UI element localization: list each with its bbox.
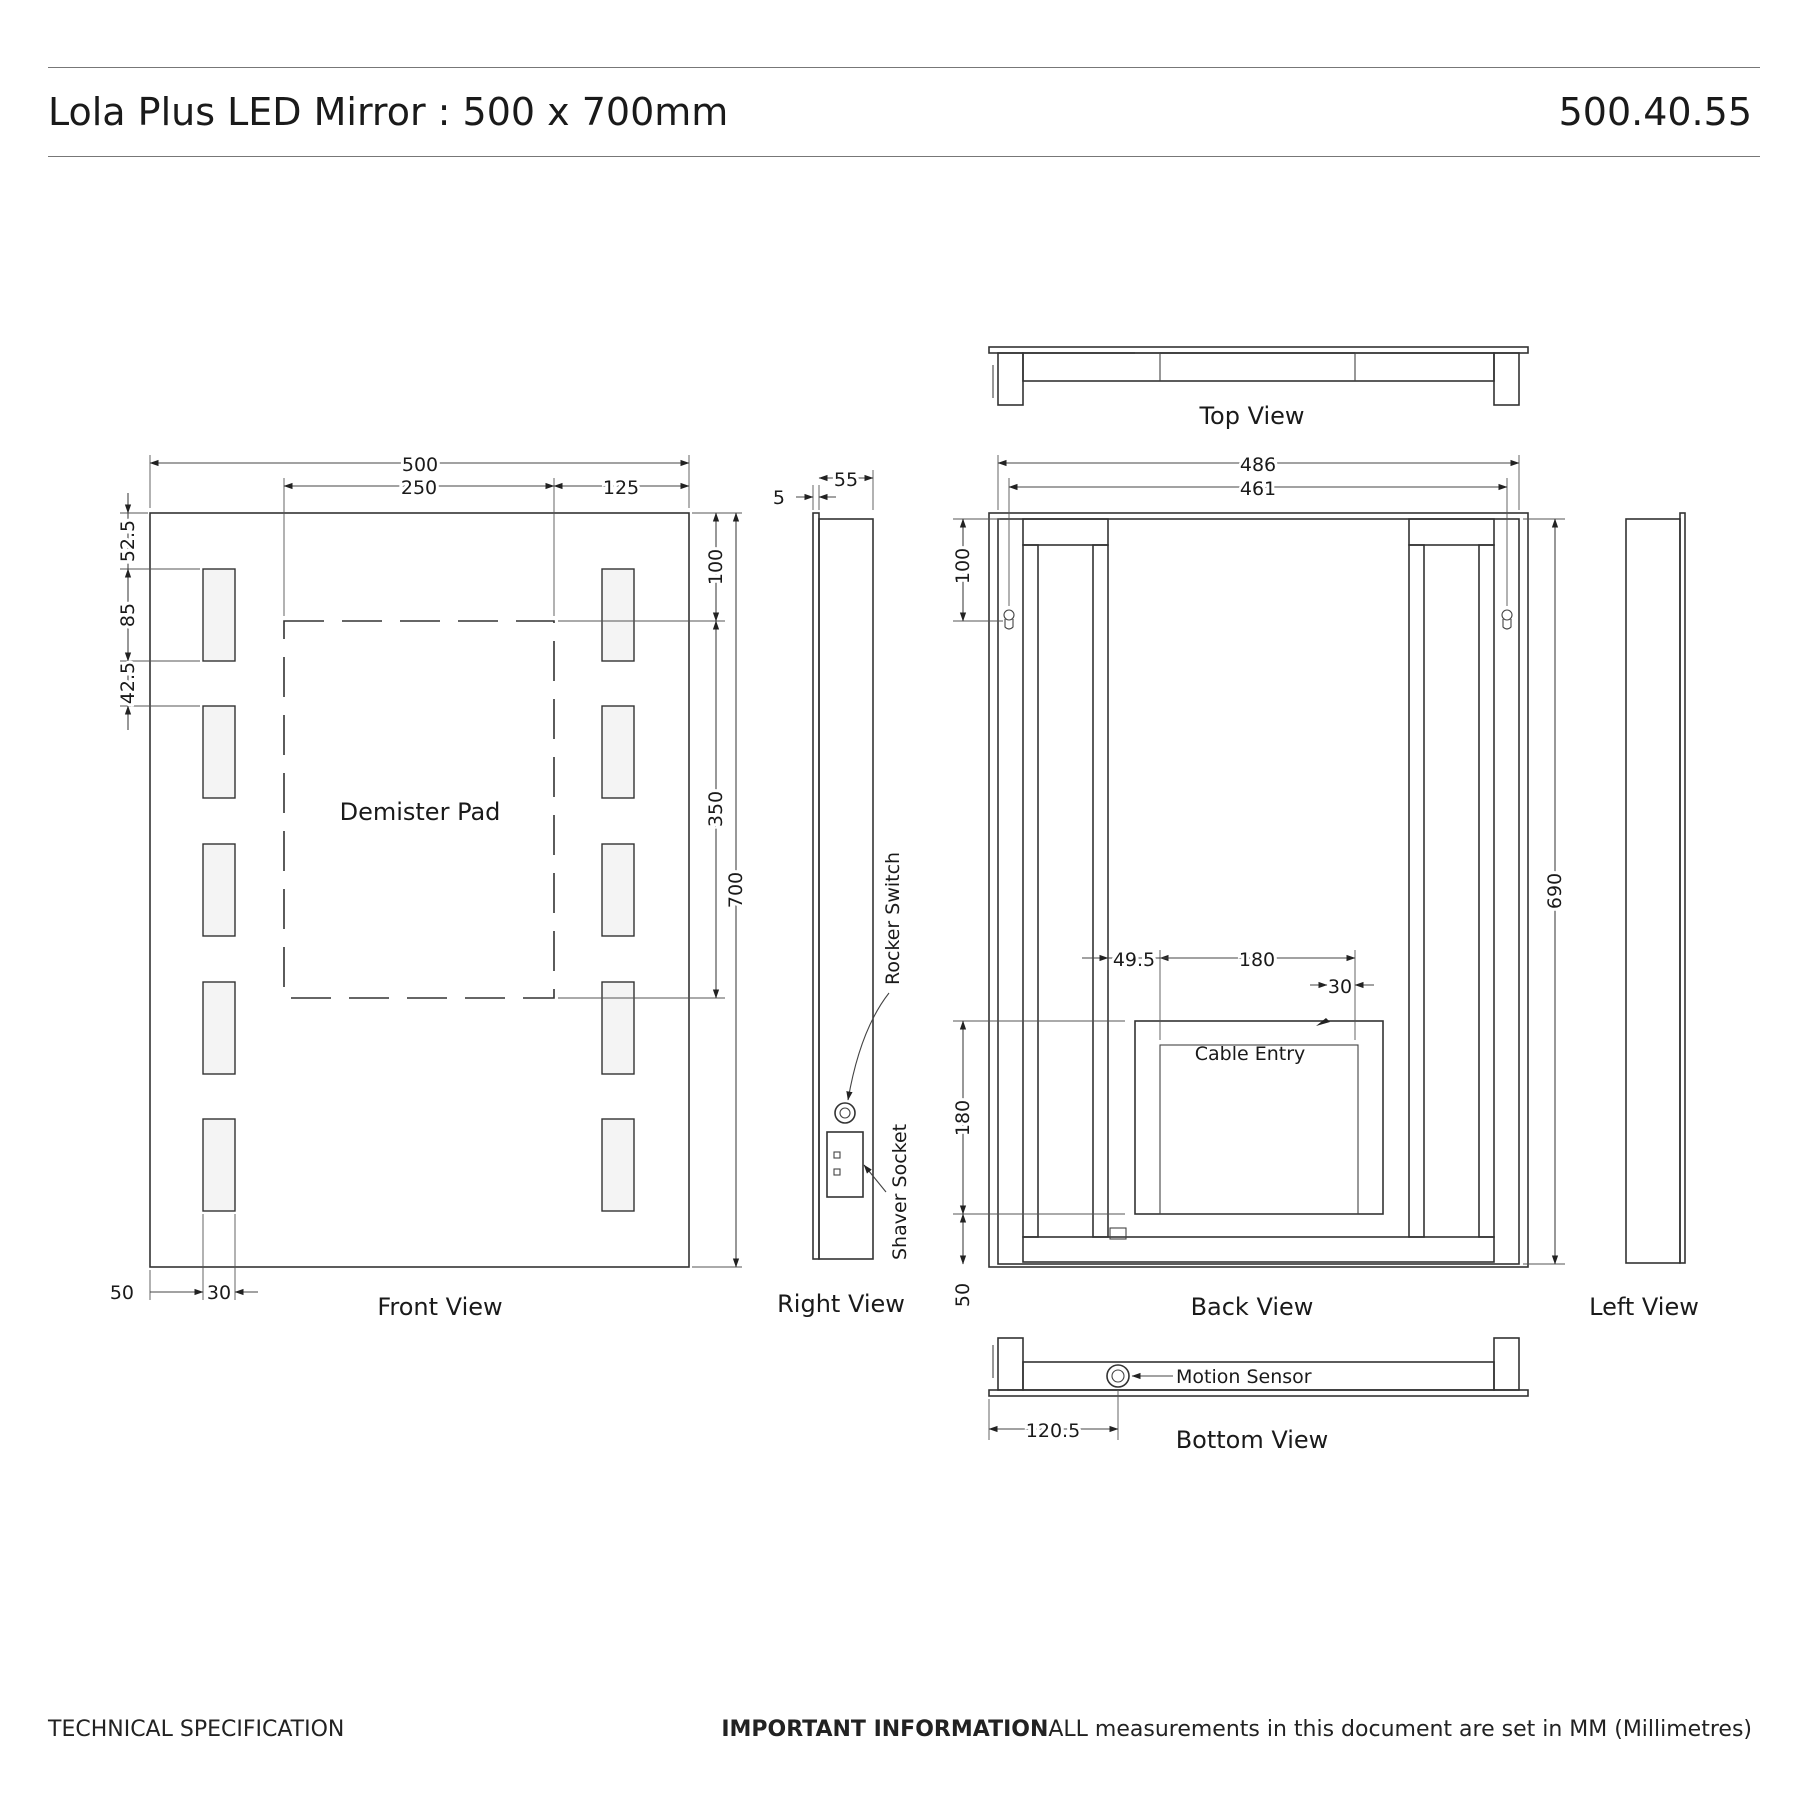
led-strip bbox=[202, 981, 236, 1075]
dim-120-5: 120.5 bbox=[1026, 1420, 1080, 1442]
dim-461: 461 bbox=[1240, 478, 1276, 500]
led-strip bbox=[601, 568, 635, 662]
led-strip bbox=[601, 981, 635, 1075]
dim-180-v: 180 bbox=[952, 1100, 974, 1136]
dim-52-5: 52.5 bbox=[117, 520, 139, 562]
socket-pin bbox=[833, 1151, 841, 1159]
left-view-label: Left View bbox=[1589, 1293, 1699, 1321]
dim-500: 500 bbox=[402, 454, 438, 476]
right-body bbox=[818, 518, 874, 1260]
dim-back-100: 100 bbox=[952, 548, 974, 584]
motion-sensor-inner bbox=[1111, 1369, 1125, 1383]
front-view: Demister Pad bbox=[110, 451, 750, 1321]
rocker-leader bbox=[846, 992, 890, 1101]
back-right-rail-cap bbox=[1408, 518, 1495, 546]
bottom-view: Motion Sensor 120.5 Bottom View bbox=[988, 1337, 1529, 1454]
back-view-label: Back View bbox=[1191, 1293, 1314, 1321]
rocker-switch-inner bbox=[839, 1107, 851, 1119]
electrics-box-inner bbox=[1159, 1044, 1359, 1215]
led-strip bbox=[202, 1118, 236, 1212]
back-left-rail bbox=[1022, 544, 1039, 1238]
dim-700: 700 bbox=[725, 872, 747, 908]
front-mirror-outline bbox=[149, 512, 690, 1268]
dim-180-h: 180 bbox=[1239, 949, 1275, 971]
important-information: IMPORTANT INFORMATIONALL measurements in… bbox=[721, 1715, 1752, 1745]
dim-690: 690 bbox=[1544, 873, 1566, 909]
dim-55: 55 bbox=[834, 469, 858, 491]
shaver-socket-label: Shaver Socket bbox=[889, 1124, 911, 1260]
dim-30: 30 bbox=[207, 1282, 231, 1304]
technical-specification-label: TECHNICAL SPECIFICATION bbox=[48, 1717, 345, 1742]
back-right-rail-inner bbox=[1408, 544, 1425, 1238]
top-frame bbox=[1022, 352, 1495, 382]
top-frame-right-end bbox=[1493, 352, 1520, 406]
right-view-label: Right View bbox=[777, 1290, 905, 1318]
left-view: Left View bbox=[1589, 512, 1699, 1321]
bottom-frame-right-end bbox=[1493, 1337, 1520, 1391]
right-glass-edge bbox=[812, 512, 820, 1260]
shaver-socket-icon bbox=[826, 1131, 864, 1198]
led-strip bbox=[202, 705, 236, 799]
dim-85: 85 bbox=[117, 603, 139, 627]
left-glass-edge bbox=[1679, 512, 1686, 1264]
top-view-label: Top View bbox=[1198, 402, 1304, 430]
top-frame-left-end bbox=[997, 352, 1024, 406]
socket-pin bbox=[833, 1168, 841, 1176]
dim-49-5: 49.5 bbox=[1113, 949, 1155, 971]
shaver-leader bbox=[863, 1164, 887, 1193]
cable-entry-label: Cable Entry bbox=[1195, 1043, 1306, 1065]
motion-sensor-icon bbox=[1106, 1364, 1130, 1388]
back-left-rail-cap bbox=[1022, 518, 1109, 546]
keyhole-right-icon bbox=[1501, 609, 1513, 630]
demister-pad-label: Demister Pad bbox=[340, 798, 501, 826]
product-code: 500.40.55 bbox=[1558, 90, 1752, 134]
back-bottom-rail bbox=[1022, 1236, 1495, 1263]
left-body bbox=[1625, 518, 1681, 1264]
dim-5: 5 bbox=[773, 487, 785, 509]
document-title: Lola Plus LED Mirror : 500 x 700mm bbox=[48, 90, 729, 134]
front-view-label: Front View bbox=[377, 1293, 502, 1321]
back-frame bbox=[997, 518, 1520, 1265]
bottom-glass-edge bbox=[988, 1389, 1529, 1397]
motion-sensor-label: Motion Sensor bbox=[1176, 1366, 1312, 1388]
cable-clip bbox=[1109, 1227, 1127, 1240]
back-view: Cable Entry 486 461 100 690 bbox=[949, 451, 1569, 1321]
dim-100: 100 bbox=[705, 549, 727, 585]
bottom-view-label: Bottom View bbox=[1176, 1426, 1329, 1454]
led-strip bbox=[601, 1118, 635, 1212]
dim-back-50: 50 bbox=[952, 1283, 974, 1307]
dim-350: 350 bbox=[705, 791, 727, 827]
dim-30-back: 30 bbox=[1328, 976, 1352, 998]
top-view: Top View bbox=[988, 346, 1529, 430]
dim-486: 486 bbox=[1240, 454, 1276, 476]
cable-entry-icon bbox=[1316, 1018, 1330, 1026]
front-led-strips bbox=[202, 568, 635, 1212]
back-right-rail bbox=[1478, 544, 1495, 1238]
back-extension-lines bbox=[953, 455, 1565, 1265]
top-glass-edge bbox=[988, 346, 1529, 354]
demister-pad-outline bbox=[283, 620, 555, 999]
dim-42-5: 42.5 bbox=[117, 662, 139, 704]
keyhole-left-icon bbox=[1003, 609, 1015, 630]
right-view: 55 5 Rocker Switch Shaver Socket Right V… bbox=[773, 466, 911, 1318]
led-strip bbox=[601, 843, 635, 937]
dim-50: 50 bbox=[110, 1282, 134, 1304]
header-top-rule bbox=[48, 67, 1760, 68]
led-strip bbox=[601, 705, 635, 799]
bottom-frame-left-end bbox=[997, 1337, 1024, 1391]
important-information-label: IMPORTANT INFORMATION bbox=[721, 1717, 1049, 1742]
back-left-rail-inner bbox=[1092, 544, 1109, 1238]
header-bottom-rule bbox=[48, 156, 1760, 157]
back-mirror-outline bbox=[988, 512, 1529, 1268]
dim-250: 250 bbox=[401, 477, 437, 499]
led-strip bbox=[202, 843, 236, 937]
dim-125: 125 bbox=[603, 477, 639, 499]
led-strip bbox=[202, 568, 236, 662]
important-information-text: ALL measurements in this document are se… bbox=[1048, 1717, 1752, 1742]
rocker-switch-icon bbox=[834, 1102, 856, 1124]
rocker-switch-label: Rocker Switch bbox=[882, 852, 904, 985]
